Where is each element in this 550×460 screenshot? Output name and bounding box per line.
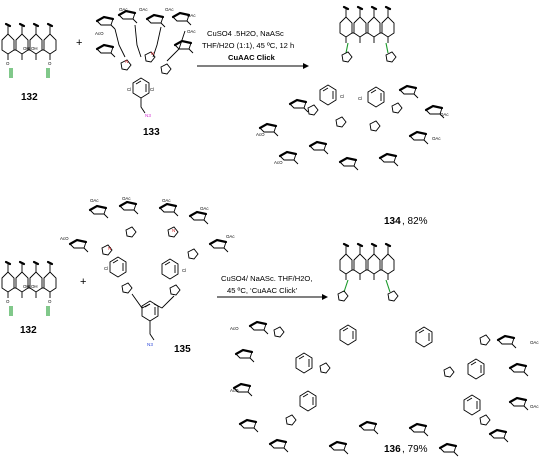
conditions-row1-line2: THF/H2O (1:1), 45 ºC, 12 h — [202, 41, 294, 50]
compound-136-yield: , 79% — [402, 444, 428, 455]
svg-text:N: N — [151, 51, 154, 56]
compound-136-label: 136 — [384, 444, 401, 455]
compound-135-structure: OAc OAc OAc OAc AcO OAc N N Cl Cl N3 — [60, 196, 235, 347]
compound-132-label-row2: 132 — [20, 325, 37, 336]
svg-text:OH: OH — [23, 284, 30, 289]
reaction-arrow-row2 — [217, 294, 328, 300]
svg-text:OAc: OAc — [119, 7, 128, 12]
svg-text:OAc: OAc — [432, 136, 441, 141]
svg-text:N3: N3 — [145, 113, 151, 118]
conditions-row2-line1: CuSO4/ NaASc. THF/H2O, — [221, 274, 312, 283]
svg-text:Cl: Cl — [340, 94, 344, 99]
svg-text:OAc: OAc — [187, 29, 196, 34]
svg-text:N: N — [172, 228, 175, 233]
svg-text:Cl: Cl — [104, 266, 108, 271]
svg-text:Cl: Cl — [358, 96, 362, 101]
svg-text:OAc: OAc — [162, 198, 171, 203]
reaction-arrow-row1 — [197, 63, 309, 69]
oh-label: OH — [31, 46, 38, 51]
svg-text:OAc: OAc — [165, 7, 174, 12]
svg-text:Cl: Cl — [127, 87, 131, 92]
svg-text:AcO: AcO — [256, 132, 265, 137]
svg-text:OH: OH — [31, 284, 38, 289]
svg-text:N3: N3 — [147, 342, 153, 347]
conditions-row1-line1: CuSO4 .5H2O, NaASc — [207, 29, 284, 38]
svg-text:OAc: OAc — [440, 112, 449, 117]
svg-text:OAc: OAc — [530, 340, 539, 345]
svg-text:OAc: OAc — [226, 234, 235, 239]
compound-136-structure — [337, 242, 399, 302]
svg-text:AcO: AcO — [60, 236, 69, 241]
compound-134-dendrons: Cl Cl AcO OAc OAc AcO — [256, 84, 449, 172]
svg-text:AcO: AcO — [95, 31, 104, 36]
compound-134-structure — [338, 5, 397, 63]
svg-text:AcO: AcO — [230, 326, 239, 331]
compound-133-structure: OAc OAc OAc OAc AcO OAc N N Cl Cl N3 — [95, 7, 196, 118]
compound-136-dendrons: AcO OAc AcO OAc — [230, 320, 539, 458]
svg-text:OAc: OAc — [200, 206, 209, 211]
svg-text:AcO: AcO — [230, 388, 239, 393]
svg-text:O: O — [48, 61, 52, 66]
svg-text:OAc: OAc — [122, 196, 131, 201]
compound-133-label: 133 — [143, 127, 160, 138]
calixarene-132-structure-row1: OH OH O O — [0, 22, 58, 78]
compound-132-label: 132 — [21, 92, 38, 103]
oh-label: OH — [23, 46, 30, 51]
svg-text:N: N — [125, 59, 128, 64]
svg-text:OAc: OAc — [530, 404, 539, 409]
svg-text:O: O — [6, 299, 10, 304]
calixarene-132-structure-row2: OH OH O O — [0, 260, 58, 316]
svg-text:Cl: Cl — [150, 87, 154, 92]
svg-text:O: O — [6, 61, 10, 66]
svg-text:OAc: OAc — [139, 7, 148, 12]
compound-134-yield: , 82% — [402, 216, 428, 227]
plus-sign: + — [76, 37, 82, 49]
svg-text:OAc: OAc — [187, 13, 196, 18]
svg-text:AcO: AcO — [274, 160, 283, 165]
svg-text:O: O — [48, 299, 52, 304]
svg-text:OAc: OAc — [90, 198, 99, 203]
conditions-row2-line2: 45 ºC, ‘CuAAC Click’ — [227, 286, 298, 295]
compound-134-label: 134 — [384, 216, 401, 227]
svg-text:Cl: Cl — [182, 268, 186, 273]
svg-text:N: N — [108, 246, 111, 251]
compound-135-label: 135 — [174, 344, 191, 355]
conditions-row1-line3: CuAAC Click — [228, 53, 276, 62]
plus-sign-row2: + — [80, 276, 86, 288]
